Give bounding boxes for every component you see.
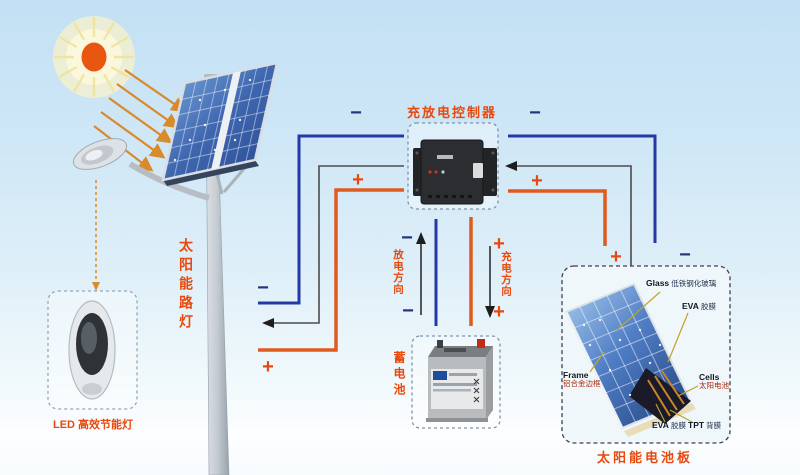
polarity-mark-negative: − (529, 102, 541, 125)
callout-frame: Frame 铝合金边框 (563, 370, 601, 388)
pole-solar-panel (161, 61, 279, 186)
polarity-mark-positive: + (610, 246, 622, 269)
wire-negative-panel (508, 134, 657, 243)
sun-rays-arrows (93, 69, 187, 172)
street-light-illustration (72, 61, 279, 475)
battery-negative-terminal (437, 340, 443, 348)
lamp-head (72, 138, 128, 170)
wire-negative-lamp (258, 134, 404, 305)
callout-eva-bottom: EVA 胶膜 (652, 420, 686, 430)
callout-leader-lines (589, 291, 699, 423)
polarity-mark-positive: + (531, 170, 543, 193)
wire-flow-lamp (274, 165, 404, 324)
controller-label: 充放电控制器 (406, 105, 497, 120)
callout-tpt: TPT 背膜 (688, 420, 722, 430)
wire-positive-panel (508, 189, 607, 246)
wiring (258, 134, 657, 352)
polarity-mark-negative: − (350, 102, 362, 125)
polarity-mark-negative: − (679, 244, 691, 267)
polarity-mark-negative: − (401, 227, 413, 250)
callout-eva-top: EVA 胶膜 (682, 301, 716, 311)
wire-positive-lamp (258, 188, 404, 352)
charge-direction-label: 充电方向 (500, 251, 512, 297)
led-lamp-photo (68, 300, 116, 400)
led-lamp-label: LED 高效节能灯 (52, 419, 134, 431)
polarity-mark-positive: + (352, 169, 364, 192)
controller-photo (413, 139, 497, 205)
wire-flow-panel (516, 165, 632, 267)
lamp-drop-dashed-line (92, 180, 100, 291)
polarity-mark-negative: − (402, 300, 414, 323)
polarity-mark-positive: + (262, 356, 274, 379)
discharge-direction-label: 放电方向 (392, 249, 404, 295)
battery-label: 蓄电池 (392, 351, 406, 399)
polarity-mark-positive: + (493, 301, 505, 324)
polarity-mark-negative: − (257, 277, 269, 300)
panel-layer-stack (629, 368, 691, 424)
callout-glass: Glass 低铁钢化玻璃 (646, 278, 717, 288)
solar-panel-title: 太阳能电池板 (597, 450, 694, 465)
battery-positive-terminal (477, 339, 485, 348)
solar-panel-photo (564, 282, 699, 437)
battery-photo (426, 339, 493, 422)
callout-cells: Cells 太阳电池 (699, 372, 729, 390)
street-light-label: 太阳能路灯 (178, 238, 194, 333)
polarity-mark-positive: + (493, 233, 505, 256)
lamp-arm (128, 161, 210, 201)
sun-icon (53, 16, 135, 98)
